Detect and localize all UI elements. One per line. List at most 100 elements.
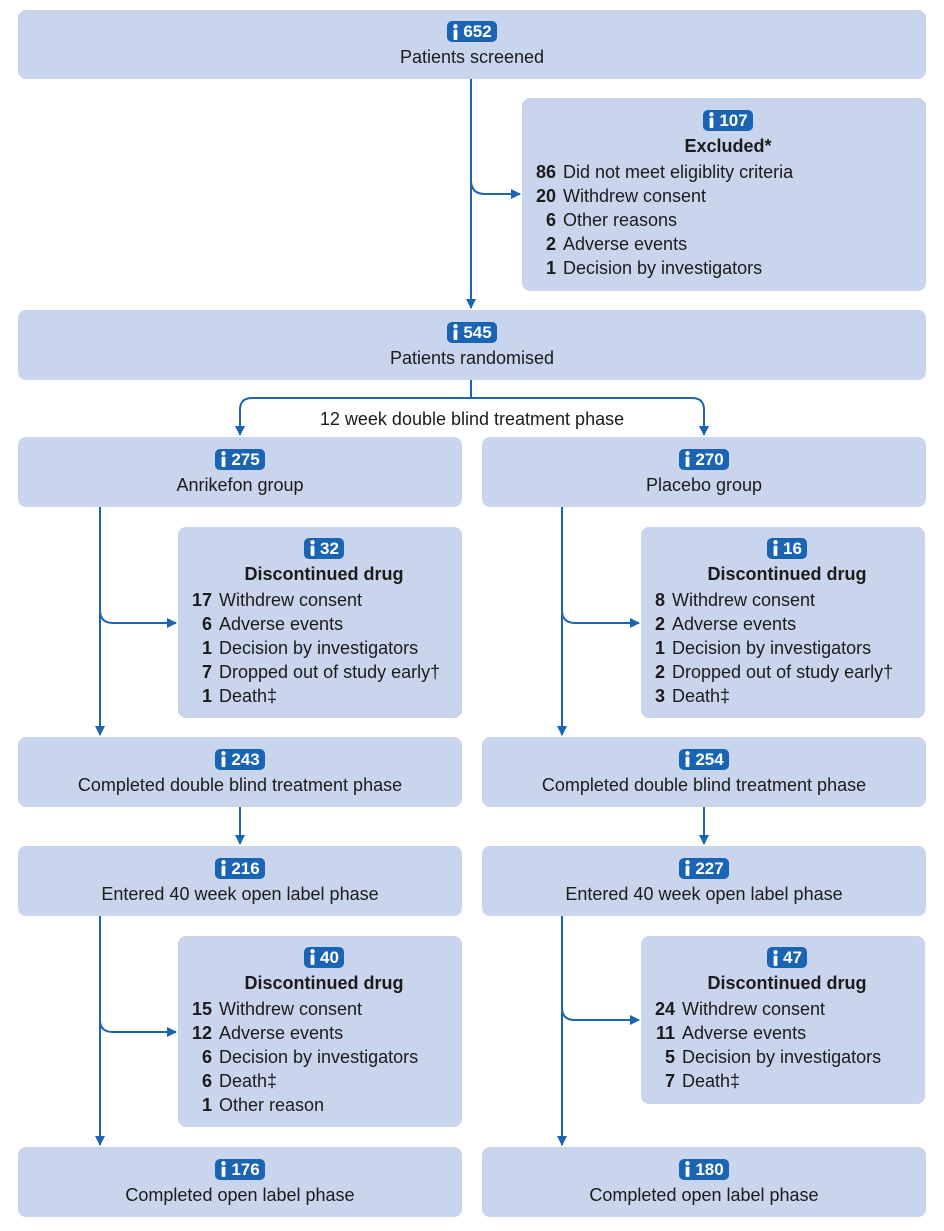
count-value: 652 <box>463 22 492 41</box>
count-badge: 545 <box>447 321 497 343</box>
count-value: 16 <box>783 538 802 558</box>
anrikefon-completed-db-box: 243 Completed double blind treatment pha… <box>18 737 462 807</box>
count-value: 227 <box>695 858 724 878</box>
person-icon <box>453 23 459 40</box>
count-value: 254 <box>695 749 724 769</box>
count-badge: 652 <box>447 21 497 42</box>
box-label: Completed double blind treatment phase <box>541 774 867 795</box>
arrow-to-anrikefon <box>235 380 472 436</box>
arrow-to-excluded <box>470 179 521 199</box>
placebo-completed-ol-box: 180 Completed open label phase <box>482 1147 926 1217</box>
box-label: Completed open label phase <box>125 1184 355 1205</box>
box-label: Placebo group <box>645 474 763 495</box>
count-badge: 107 <box>703 109 753 131</box>
placebo-group-box: 270 Placebo group <box>482 437 926 507</box>
count-badge: 40 <box>304 946 344 968</box>
placebo-entered-ol-box: 227 Entered 40 week open label phase <box>482 846 926 916</box>
randomised-box: 545 Patients randomised <box>18 310 926 380</box>
count-badge: 270 <box>679 448 729 470</box>
box-label: Completed open label phase <box>589 1184 819 1205</box>
count-badge: 216 <box>215 857 265 879</box>
anrikefon-group-box: 275 Anrikefon group <box>18 437 462 507</box>
person-icon <box>221 751 227 767</box>
box-title: Discontinued drug <box>707 973 867 993</box>
count-badge: 32 <box>304 537 344 559</box>
count-value: 545 <box>463 322 492 342</box>
person-icon <box>221 860 227 876</box>
person-icon <box>685 751 691 767</box>
person-icon <box>453 324 459 340</box>
person-icon <box>709 112 715 128</box>
count-badge: 275 <box>215 448 265 470</box>
box-title: Excluded* <box>684 135 772 156</box>
placebo-completed-db-box: 254 Completed double blind treatment pha… <box>482 737 926 807</box>
count-value: 243 <box>231 749 260 769</box>
count-badge: 254 <box>679 748 729 770</box>
anrikefon-completed-ol-box: 176 Completed open label phase <box>18 1147 462 1217</box>
count-value: 275 <box>231 449 260 469</box>
box-label: Patients screened <box>399 47 545 67</box>
count-badge: 176 <box>215 1158 265 1180</box>
person-icon <box>221 451 227 467</box>
count-value: 180 <box>695 1159 724 1179</box>
count-value: 40 <box>320 947 339 967</box>
count-value: 270 <box>695 449 724 469</box>
count-value: 47 <box>783 948 802 967</box>
phase-label: 12 week double blind treatment phase <box>300 407 644 431</box>
arrow-to-anrikefon-disc-ol <box>99 1019 177 1037</box>
box-label: Patients randomised <box>389 347 555 368</box>
screened-box: 652 Patients screened <box>18 10 926 79</box>
box-label: Entered 40 week open label phase <box>101 883 379 904</box>
count-value: 216 <box>231 858 260 878</box>
box-label: Completed double blind treatment phase <box>77 774 403 795</box>
person-icon <box>221 1161 227 1177</box>
arrow-to-placebo-disc-ol <box>561 1007 640 1025</box>
arrow-to-placebo <box>471 397 709 436</box>
anrikefon-entered-ol-box: 216 Entered 40 week open label phase <box>18 846 462 916</box>
count-badge: 16 <box>767 537 807 559</box>
box-label: Entered 40 week open label phase <box>565 883 843 904</box>
count-value: 176 <box>231 1159 260 1179</box>
arrow-to-placebo-disc-db <box>561 609 640 628</box>
person-icon <box>685 860 691 876</box>
box-label: Anrikefon group <box>176 474 304 495</box>
person-icon <box>685 451 691 467</box>
box-title: Discontinued drug <box>244 563 404 584</box>
box-title: Discontinued drug <box>707 563 867 584</box>
count-badge: 47 <box>767 947 807 968</box>
person-icon <box>773 540 778 556</box>
arrow-to-anrikefon-disc-db <box>99 609 177 628</box>
